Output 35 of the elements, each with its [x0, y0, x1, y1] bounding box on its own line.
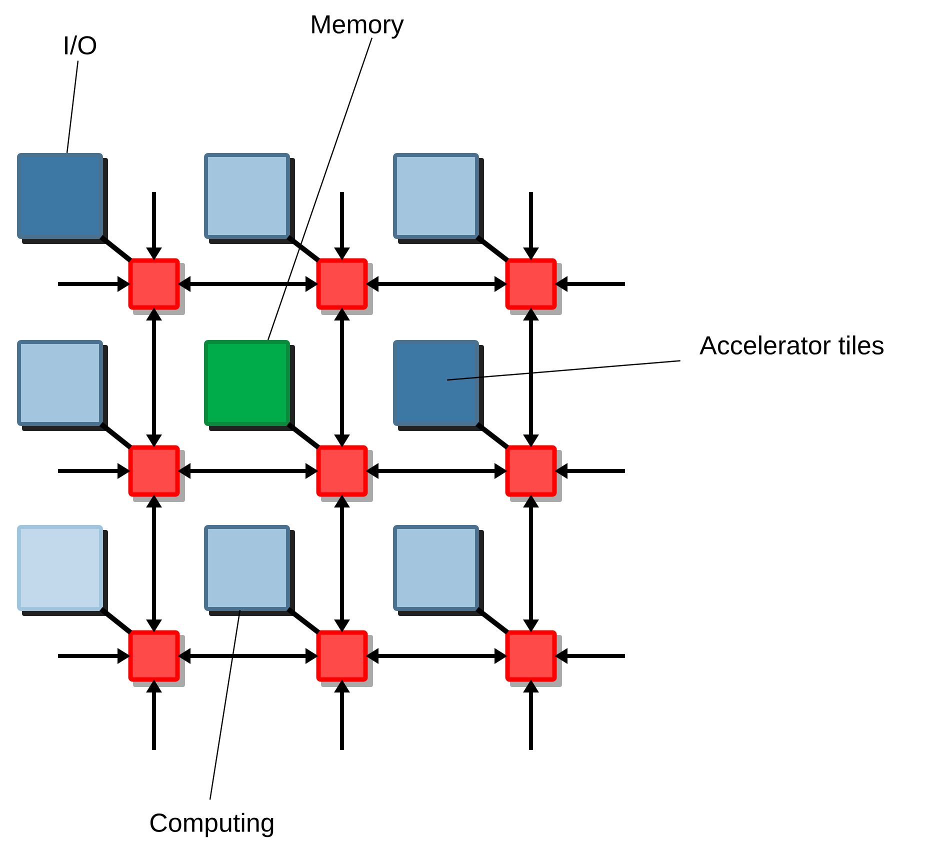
tile-box [393, 153, 484, 244]
router-box [128, 630, 185, 687]
connector-line [286, 422, 320, 450]
router-box [128, 258, 185, 315]
label-text: I/O [65, 35, 96, 55]
label-text: Computing [150, 812, 274, 838]
connector-line [475, 607, 510, 634]
connector-line [99, 235, 132, 262]
connector-line [286, 235, 320, 262]
router-box [505, 630, 562, 687]
connector-line [286, 607, 320, 634]
connector-line [475, 235, 510, 262]
router-box [505, 445, 562, 502]
label-text: Accelerator tiles [700, 335, 884, 355]
tile-box [393, 525, 484, 616]
tile-box [204, 153, 295, 244]
tile-box [17, 525, 108, 616]
leader-line [209, 610, 241, 800]
tile-box [17, 153, 108, 244]
tile-box [393, 340, 484, 431]
connector-line [99, 607, 132, 634]
leader-line [267, 38, 373, 340]
router-box [316, 630, 373, 687]
router-box [505, 258, 562, 315]
router-box [316, 258, 373, 315]
router-box [128, 445, 185, 502]
router-box [316, 445, 373, 502]
tile-box [204, 340, 295, 431]
leader-line [446, 360, 680, 381]
leader-line [66, 60, 79, 154]
label-text: Memory [312, 15, 404, 39]
tile-box [204, 525, 295, 616]
tile-box [17, 340, 108, 431]
connector-line [99, 422, 132, 450]
connector-line [475, 422, 510, 450]
